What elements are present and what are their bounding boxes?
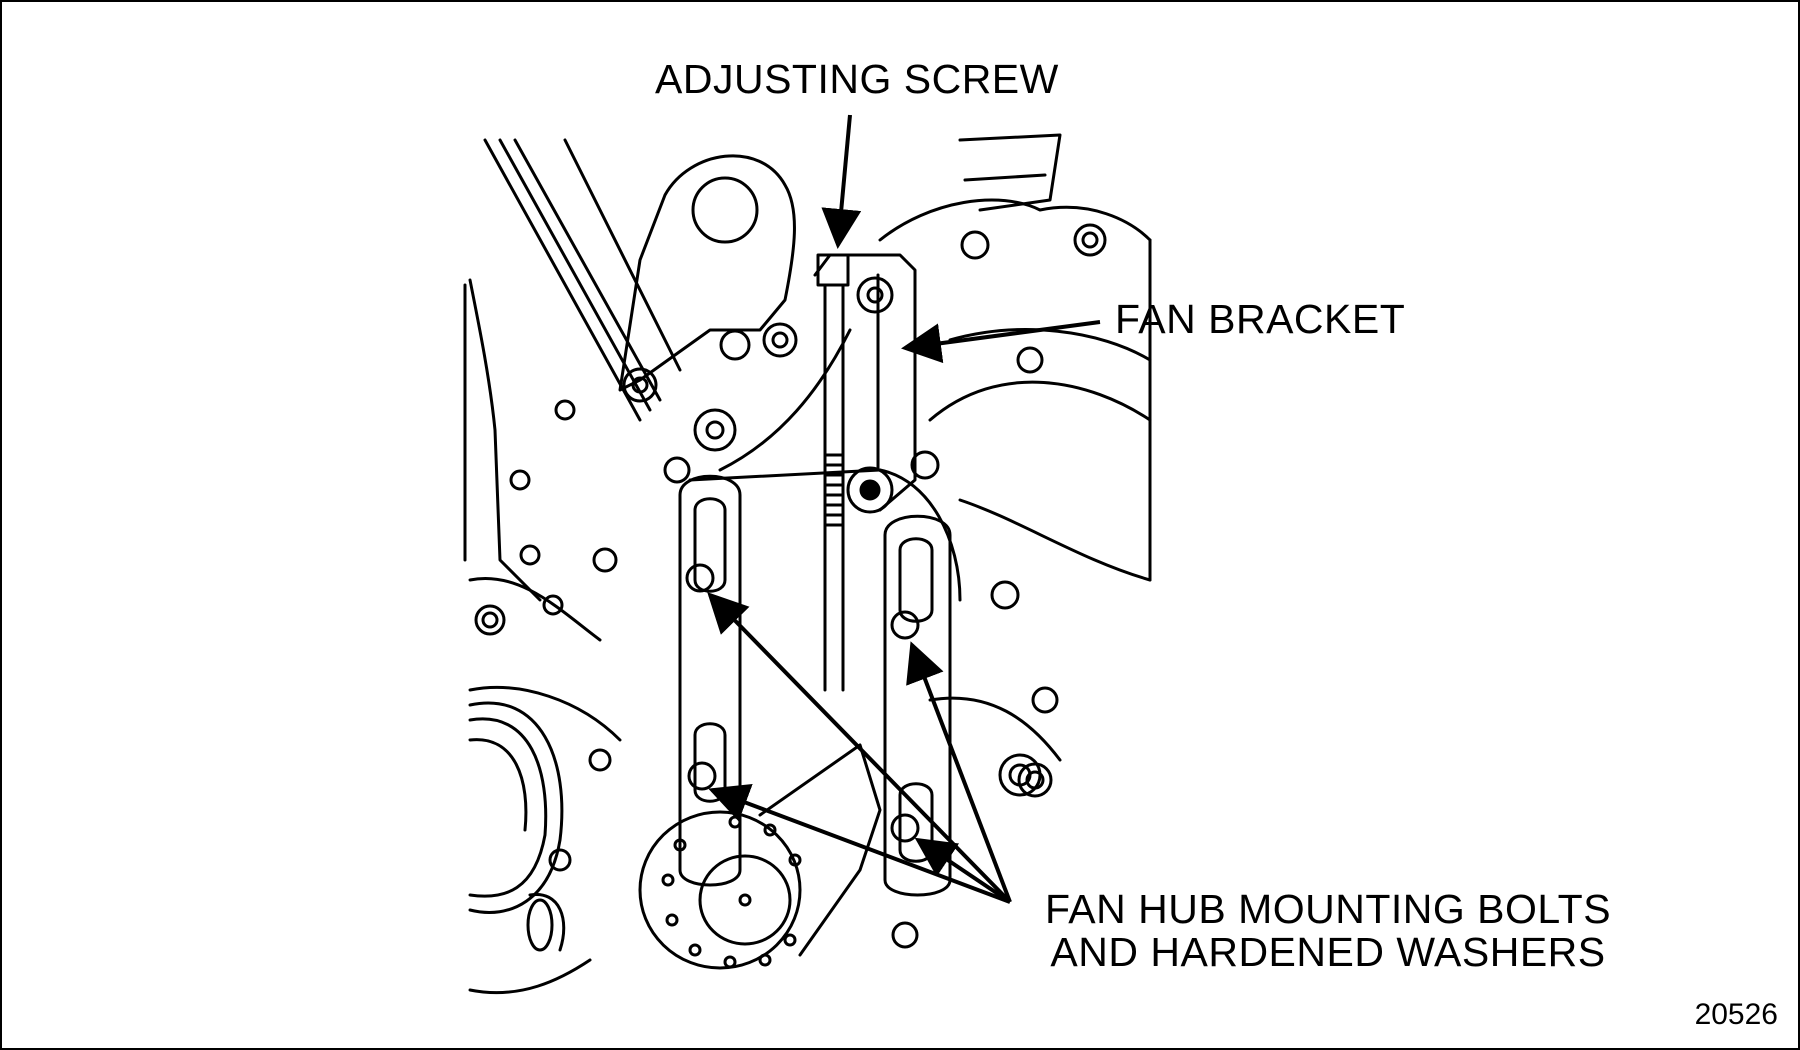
water-pump-pulley (468, 701, 612, 952)
idler-bracket (618, 154, 798, 484)
hub-bolt-arrow-4 (914, 837, 1012, 904)
adjusting-screw-label: ADJUSTING SCREW (655, 56, 1059, 102)
adjusting-screw-arrow (821, 114, 862, 249)
fan-bracket-label: FAN BRACKET (1115, 296, 1406, 342)
adjusting-screw (816, 253, 850, 692)
engine-housing-right (878, 133, 1152, 798)
fan-hub-pulley (638, 743, 882, 970)
hub-bolt-arrow-1 (707, 592, 1012, 904)
figure-number: 20526 (1694, 998, 1778, 1031)
fan-hub-bolts-label-line1: FAN HUB MOUNTING BOLTS (1045, 886, 1612, 932)
hub-bolt-arrow-3 (906, 641, 1012, 903)
fan-hub-bolts-label: FAN HUB MOUNTING BOLTS AND HARDENED WASH… (1045, 886, 1612, 976)
lower-housing-right (891, 753, 1042, 949)
hub-bolt-arrow-2 (708, 783, 1011, 904)
right-slotted-plate (883, 514, 952, 897)
fan-hub-bolts-label-line2: AND HARDENED WASHERS (1050, 929, 1606, 976)
fan-bracket-arrow (901, 320, 1101, 364)
engine-housing-left (463, 138, 682, 995)
